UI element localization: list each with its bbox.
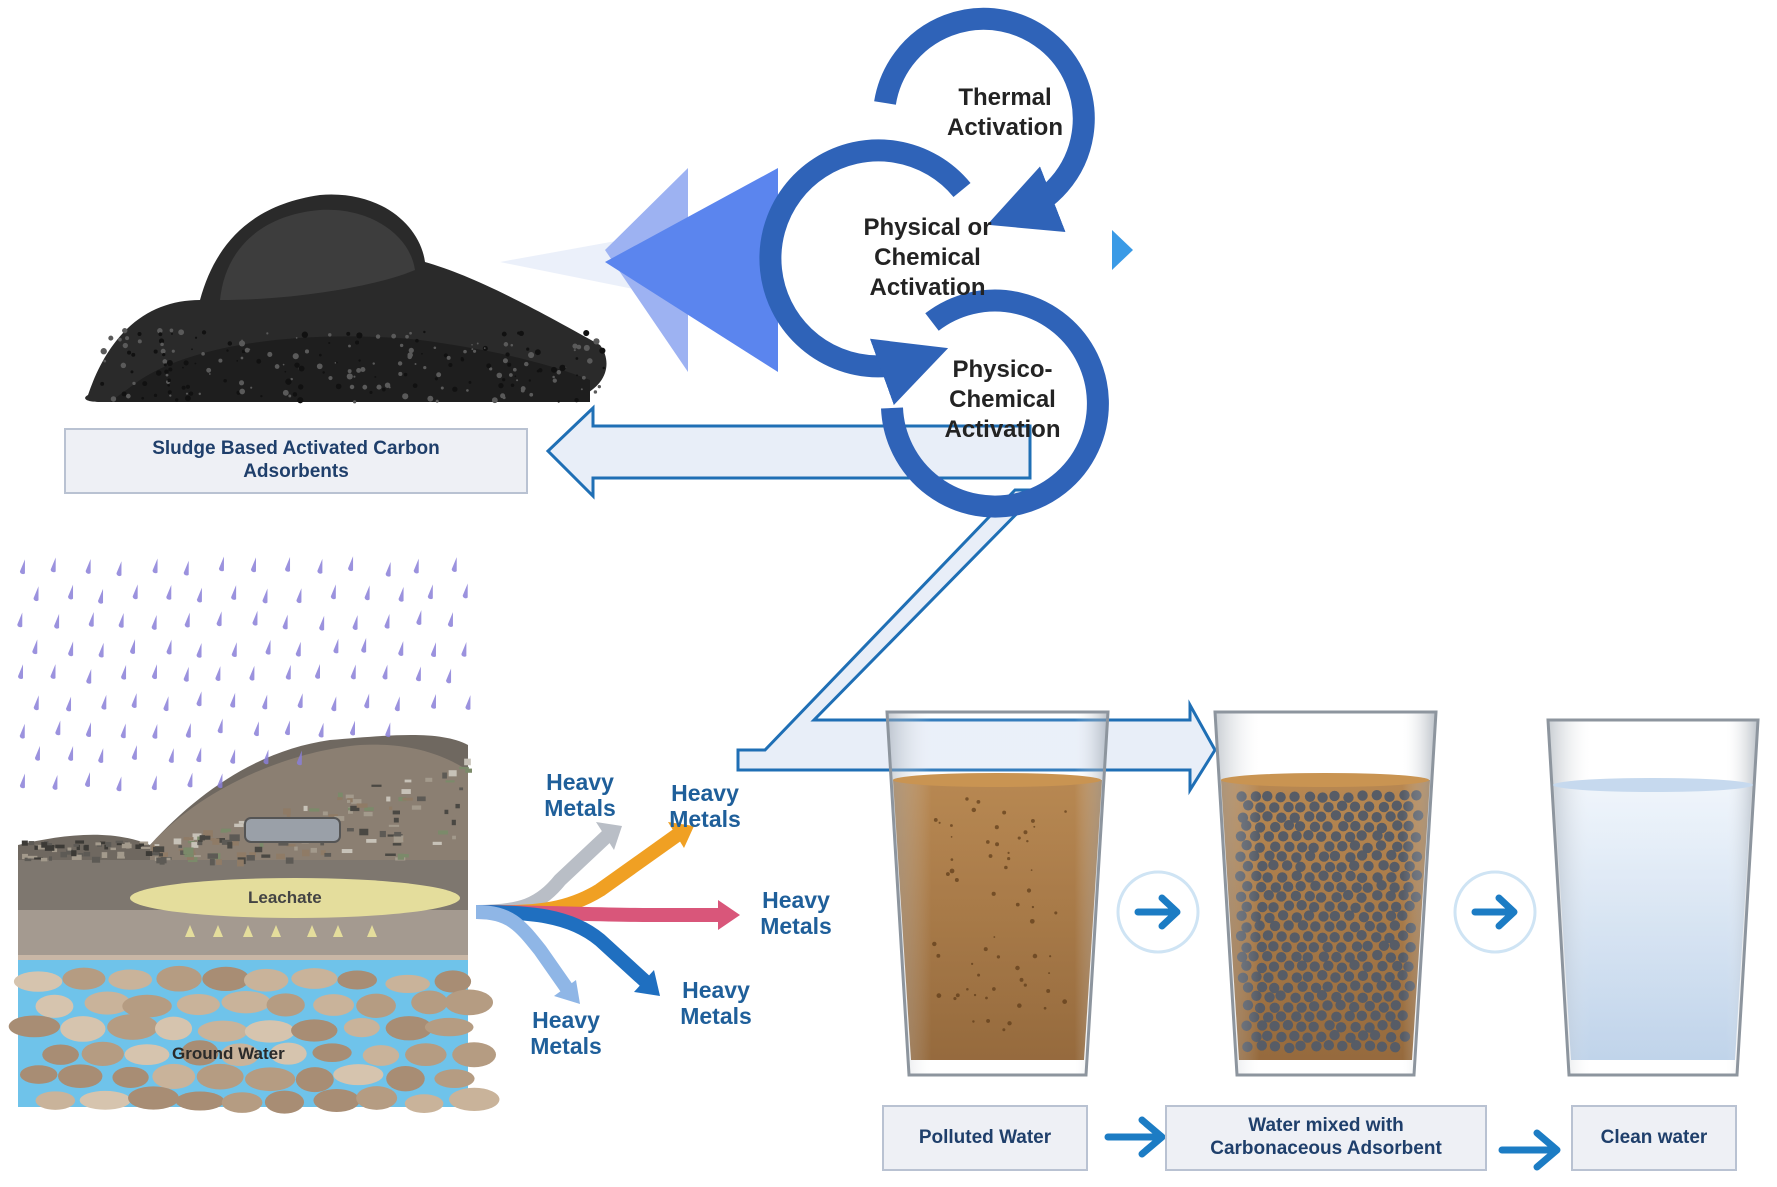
- circle-arrow-2: [1453, 870, 1537, 954]
- product-label: Sludge Based Activated Carbon Adsorbents: [64, 428, 528, 494]
- leachate-label: Leachate: [248, 888, 322, 907]
- heavy-metals-label-2: Heavy Metals: [669, 779, 741, 832]
- step-thermal-activation: Thermal Activation: [946, 84, 1063, 141]
- glass-adsorbent: [1213, 710, 1438, 1077]
- cycle-arrow-1: [874, 7, 1095, 232]
- groundwater-label: Ground Water: [172, 1044, 285, 1063]
- glass-polluted: [885, 710, 1110, 1077]
- carbon-heap-image: [85, 194, 607, 404]
- heavy-metals-label-4: Heavy Metals: [680, 976, 752, 1029]
- step-physico-chemical-activation: Physico-Chemical Activation: [944, 356, 1061, 443]
- activation-cycle: [759, 7, 1109, 518]
- heavy-metals-label-3: Heavy Metals: [760, 886, 832, 939]
- stage-clean-water: Clean water: [1571, 1105, 1737, 1171]
- heavy-metal-branches: [475, 822, 740, 1004]
- heavy-metals-label-1: Heavy Metals: [544, 768, 616, 821]
- step-physical-chemical-activation: Physical or Chemical Activation: [863, 214, 992, 301]
- stage-polluted-water: Polluted Water: [882, 1105, 1088, 1171]
- circle-arrow-1: [1116, 870, 1200, 954]
- cycle-arrow-2: [759, 139, 971, 405]
- cycle-arrow-3: [881, 289, 1109, 518]
- glass-clean: [1546, 718, 1760, 1077]
- heavy-metals-label-5: Heavy Metals: [530, 1006, 602, 1059]
- landfill-illustration: [8, 556, 500, 1114]
- label-arrows: [1104, 1116, 1561, 1171]
- beam-triangles: [500, 168, 1133, 372]
- stage-water-with-adsorbent: Water mixed with Carbonaceous Adsorbent: [1165, 1105, 1487, 1171]
